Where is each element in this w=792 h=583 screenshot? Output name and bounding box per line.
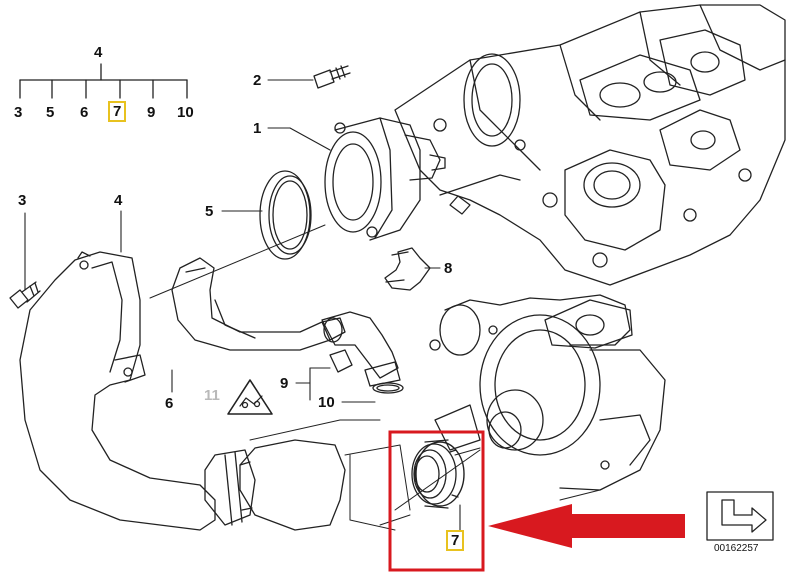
o-ring-part-10 xyxy=(372,382,404,394)
hose-part-6 xyxy=(171,257,346,351)
direction-icon xyxy=(706,491,774,541)
clamp-part-8 xyxy=(384,247,431,291)
detail-highlight-frame xyxy=(388,430,485,572)
tree-child-label: 5 xyxy=(46,104,55,121)
sleeve-part-7 xyxy=(204,439,346,531)
callout-leaders xyxy=(24,79,461,531)
tree-child-label: 9 xyxy=(147,104,156,121)
turbocharger xyxy=(429,294,666,491)
throttle-body-part-1 xyxy=(324,117,446,241)
tree-child-label-highlighted: 7 xyxy=(108,101,127,122)
callout-11: 11 xyxy=(204,387,220,404)
callout-7-highlighted: 7 xyxy=(446,530,465,551)
callout-2: 2 xyxy=(253,72,262,89)
callout-1: 1 xyxy=(253,120,262,137)
callout-10: 10 xyxy=(318,394,335,411)
callout-8: 8 xyxy=(444,260,453,277)
index-tree-lines xyxy=(19,63,188,99)
detail-sleeve-part-7 xyxy=(411,439,465,509)
tree-child-label: 3 xyxy=(14,104,23,121)
gasket-part-5 xyxy=(259,170,312,260)
diagram-code: 00162257 xyxy=(714,543,759,554)
warning-triangle-part-11 xyxy=(227,379,273,415)
bolt-part-2 xyxy=(313,65,351,89)
red-arrow xyxy=(488,504,685,548)
connector-part-9 xyxy=(321,311,401,387)
bolt-part-3 xyxy=(9,281,41,309)
callout-9: 9 xyxy=(280,375,289,392)
callout-6: 6 xyxy=(165,395,174,412)
cylinder-head xyxy=(394,4,786,286)
callout-5: 5 xyxy=(205,203,214,220)
tree-child-label: 6 xyxy=(80,104,89,121)
tree-child-label: 10 xyxy=(177,104,194,121)
assembly-guide-lines xyxy=(149,224,601,531)
tree-root-label: 4 xyxy=(94,44,103,61)
intake-hose-part-4 xyxy=(19,251,216,531)
callout-4: 4 xyxy=(114,192,123,209)
callout-3: 3 xyxy=(18,192,27,209)
